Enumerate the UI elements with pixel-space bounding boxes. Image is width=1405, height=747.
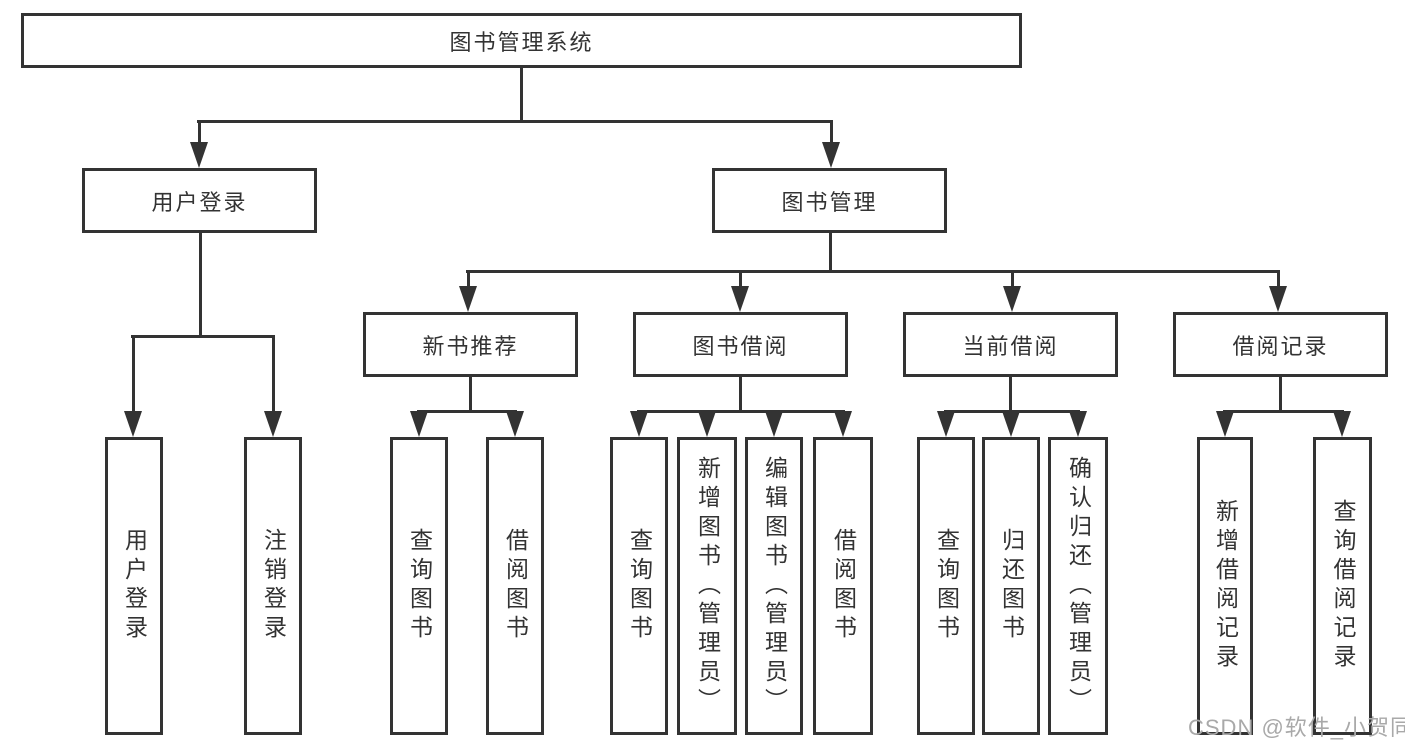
connector-line <box>466 270 1280 273</box>
leaf-bb-add-book-admin-label: 新增图书（管理员） <box>694 455 721 717</box>
node-root-label: 图书管理系统 <box>449 29 594 55</box>
node-borrow-records-label: 借阅记录 <box>1232 333 1329 359</box>
leaf-cb-query-book-label: 查询图书 <box>933 528 960 644</box>
leaf-bb-query-book: 查询图书 <box>610 437 668 735</box>
csdn-watermark: CSDN @软件_小贺同学 <box>1188 715 1405 740</box>
connector-line <box>199 233 202 335</box>
leaf-nb-query-book-label: 查询图书 <box>406 528 433 644</box>
arrow-down-icon <box>1216 411 1234 437</box>
leaf-bb-edit-book-admin: 编辑图书（管理员） <box>745 437 803 735</box>
arrow-down-icon <box>698 411 716 437</box>
connector-line <box>829 233 832 270</box>
connector-line <box>467 270 470 286</box>
node-current-borrow: 当前借阅 <box>903 312 1118 377</box>
arrow-down-icon <box>506 411 524 437</box>
leaf-br-query-record-label: 查询借阅记录 <box>1330 499 1356 673</box>
connector-line <box>469 377 472 410</box>
leaf-cb-confirm-return-admin-label: 确认归还（管理员） <box>1065 455 1092 717</box>
leaf-logout-label: 注销登录 <box>260 528 287 644</box>
node-new-book-rec-label: 新书推荐 <box>422 333 519 359</box>
arrow-down-icon <box>834 411 852 437</box>
arrow-down-icon <box>1002 411 1020 437</box>
arrow-down-icon <box>1269 286 1287 312</box>
arrow-down-icon <box>1003 286 1021 312</box>
connector-line <box>1009 377 1012 410</box>
leaf-nb-query-book: 查询图书 <box>390 437 448 735</box>
connector-line <box>272 335 275 411</box>
node-new-book-rec: 新书推荐 <box>363 312 578 377</box>
arrow-down-icon <box>264 411 282 437</box>
connector-line <box>197 120 833 123</box>
leaf-br-add-record-label: 新增借阅记录 <box>1212 499 1239 673</box>
node-current-borrow-label: 当前借阅 <box>962 333 1059 359</box>
arrow-down-icon <box>731 286 749 312</box>
node-root: 图书管理系统 <box>21 13 1022 68</box>
arrow-down-icon <box>937 411 955 437</box>
leaf-nb-borrow-book: 借阅图书 <box>486 437 544 735</box>
connector-line <box>132 335 135 411</box>
node-user-login: 用户登录 <box>82 168 317 233</box>
leaf-cb-confirm-return-admin: 确认归还（管理员） <box>1048 437 1108 735</box>
arrow-down-icon <box>765 411 783 437</box>
arrow-down-icon <box>190 142 208 168</box>
leaf-br-add-record: 新增借阅记录 <box>1197 437 1253 735</box>
connector-line <box>637 410 845 413</box>
arrow-down-icon <box>1333 411 1351 437</box>
node-book-mgmt-label: 图书管理 <box>781 189 878 215</box>
leaf-br-query-record: 查询借阅记录 <box>1313 437 1372 735</box>
arrow-down-icon <box>124 411 142 437</box>
arrow-down-icon <box>630 411 648 437</box>
connector-line <box>417 410 517 413</box>
leaf-cb-query-book: 查询图书 <box>917 437 975 735</box>
arrow-down-icon <box>822 142 840 168</box>
leaf-cb-return-book-label: 归还图书 <box>998 528 1025 644</box>
leaf-bb-edit-book-admin-label: 编辑图书（管理员） <box>761 455 788 717</box>
connector-line <box>1279 377 1282 410</box>
connector-line <box>1223 410 1344 413</box>
leaf-cb-return-book: 归还图书 <box>982 437 1040 735</box>
leaf-bb-borrow-book-label: 借阅图书 <box>830 528 857 644</box>
arrow-down-icon <box>459 286 477 312</box>
connector-line <box>131 335 274 338</box>
connector-line <box>830 120 833 144</box>
node-book-mgmt: 图书管理 <box>712 168 947 233</box>
connector-line <box>520 68 523 120</box>
connector-line <box>198 120 201 144</box>
leaf-logout: 注销登录 <box>244 437 302 735</box>
connector-line <box>739 270 742 286</box>
arrow-down-icon <box>410 411 428 437</box>
leaf-nb-borrow-book-label: 借阅图书 <box>502 528 529 644</box>
connector-line <box>1277 270 1280 286</box>
node-borrow-records: 借阅记录 <box>1173 312 1388 377</box>
arrow-down-icon <box>1069 411 1087 437</box>
connector-line <box>739 377 742 410</box>
connector-line <box>1011 270 1014 286</box>
leaf-bb-borrow-book: 借阅图书 <box>813 437 873 735</box>
node-book-borrow-label: 图书借阅 <box>692 333 789 359</box>
leaf-bb-query-book-label: 查询图书 <box>626 528 653 644</box>
node-user-login-label: 用户登录 <box>151 189 248 215</box>
leaf-bb-add-book-admin: 新增图书（管理员） <box>677 437 737 735</box>
leaf-user-login: 用户登录 <box>105 437 163 735</box>
leaf-user-login-label: 用户登录 <box>121 528 148 644</box>
node-book-borrow: 图书借阅 <box>633 312 848 377</box>
